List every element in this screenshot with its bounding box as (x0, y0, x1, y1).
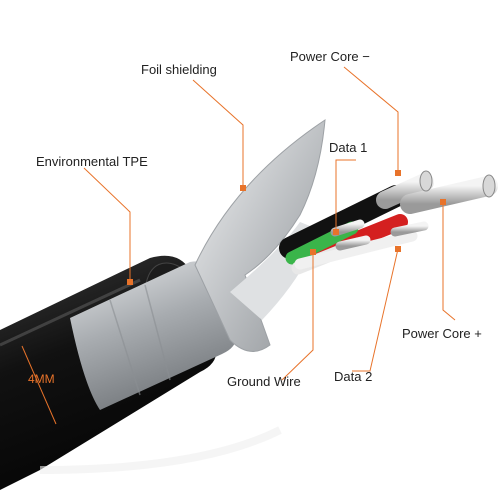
leader-foil (192, 79, 244, 188)
label-ground-wire: Ground Wire (227, 374, 301, 389)
leader-data1 (335, 159, 356, 232)
leader-power-plus (442, 202, 456, 321)
leader-lines (21, 66, 456, 425)
label-environmental-tpe: Environmental TPE (36, 154, 148, 169)
leader-data2 (352, 248, 399, 372)
tpe-jacket-highlight (0, 278, 141, 347)
foil-wrap (194, 119, 326, 352)
label-data-1: Data 1 (329, 140, 368, 155)
label-foil-shielding: Foil shielding (141, 62, 217, 77)
leader-ground (281, 252, 314, 381)
leader-dots (127, 170, 446, 285)
label-data-2: Data 2 (334, 369, 373, 384)
label-diameter: 4MM (28, 372, 55, 386)
braid-sleeve (70, 261, 237, 410)
cable-shadow (39, 426, 282, 474)
label-power-core-plus: Power Core + (402, 326, 482, 341)
inner-wires (279, 170, 498, 275)
leader-env-tpe (83, 167, 131, 282)
leader-power-minus (343, 66, 399, 172)
dimension-line (21, 345, 57, 425)
label-power-core-minus: Power Core − (290, 49, 370, 64)
